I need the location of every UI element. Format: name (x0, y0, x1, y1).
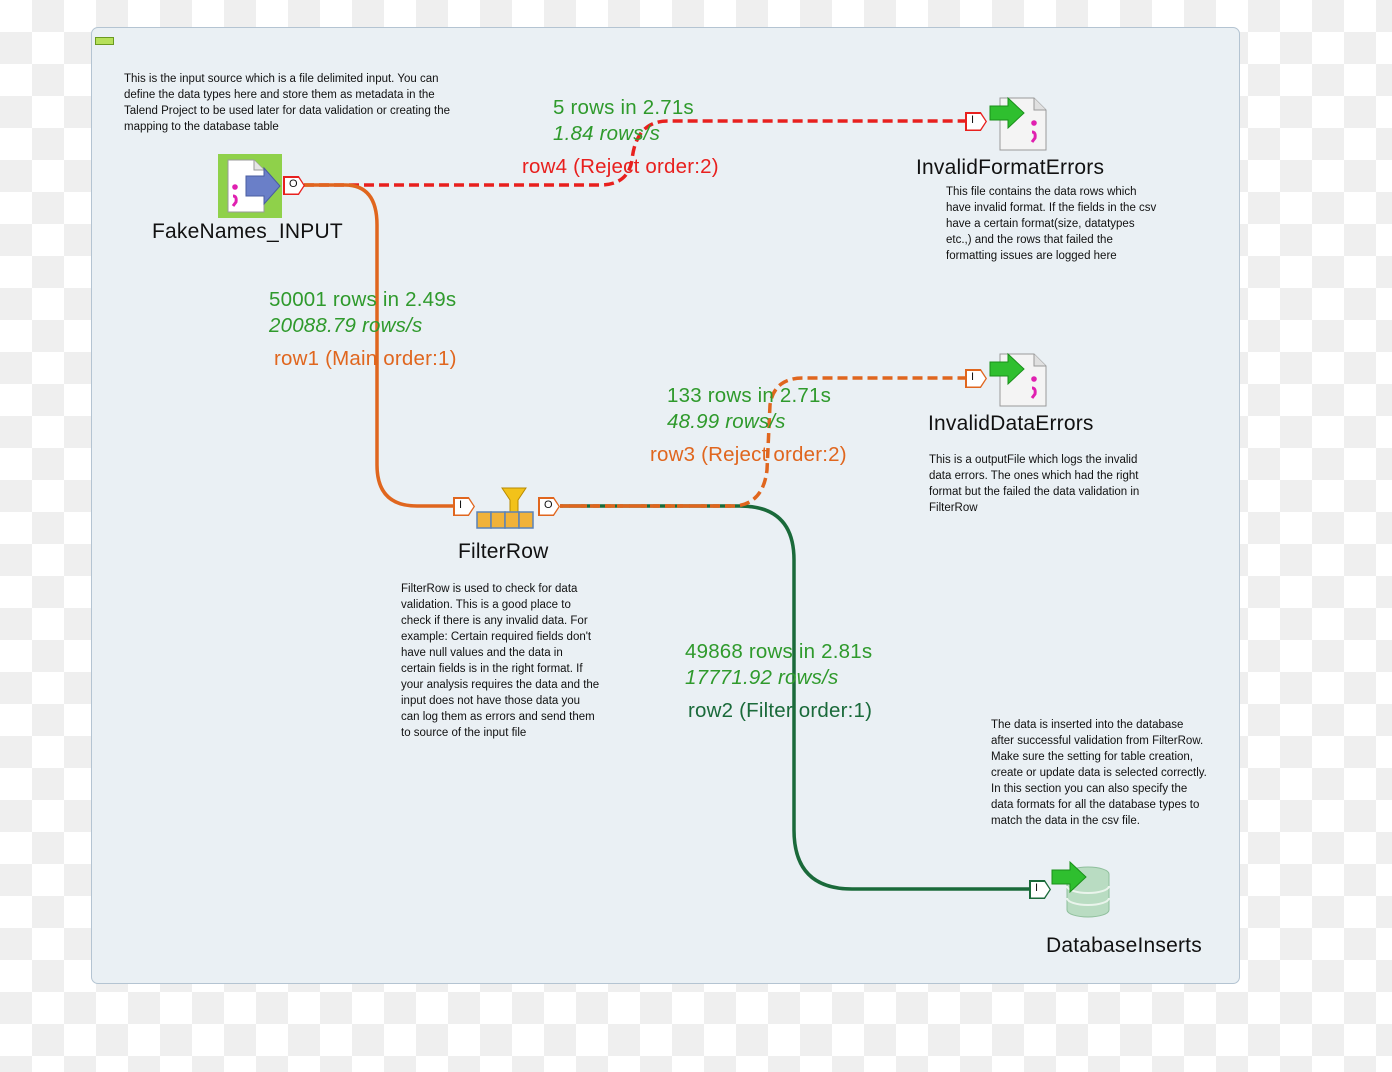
row1-row-count: 50001 rows in 2.49s (269, 288, 457, 311)
row2-rate: 17771.92 rows/s (685, 666, 839, 689)
row1-label[interactable]: row1 (Main order:1) (274, 347, 457, 370)
input-note: This is the input source which is a file… (124, 73, 451, 133)
row3-connection (560, 376, 966, 508)
row4-connection (304, 119, 966, 187)
row4-stats: 5 rows in 2.71s 1.84 rows/s (553, 95, 694, 147)
file-input-icon[interactable] (218, 154, 282, 218)
row1-connection (304, 183, 454, 508)
filter-input-port[interactable]: I (453, 497, 475, 516)
row1-stats: 50001 rows in 2.49s 20088.79 rows/s (269, 287, 456, 339)
invalid-format-input-port[interactable]: I (965, 112, 987, 131)
subjob-collapse-marker[interactable] (95, 37, 114, 45)
row3-label[interactable]: row3 (Reject order:2) (650, 443, 847, 466)
filter-output-port[interactable]: O (538, 497, 560, 516)
row4-rate: 1.84 rows/s (553, 122, 661, 145)
invalid-data-input-port[interactable]: I (965, 369, 987, 388)
row2-stats: 49868 rows in 2.81s 17771.92 rows/s (685, 639, 872, 691)
row3-stats: 133 rows in 2.71s 48.99 rows/s (667, 383, 831, 435)
file-output-icon[interactable] (988, 96, 1048, 152)
database-output-icon[interactable] (1050, 860, 1114, 920)
invalid-data-note: This is a outputFile which logs the inva… (929, 454, 1140, 514)
filterrow-label: FilterRow (458, 540, 549, 563)
database-inserts-label: DatabaseInserts (1046, 934, 1202, 957)
row2-connection (560, 504, 1031, 891)
row2-row-count: 49868 rows in 2.81s (685, 640, 873, 663)
row1-rate: 20088.79 rows/s (269, 314, 423, 337)
fakenames-input-label: FakeNames_INPUT (152, 220, 343, 243)
row3-rate: 48.99 rows/s (667, 410, 786, 433)
invalid-format-errors-label: InvalidFormatErrors (916, 156, 1105, 179)
filter-icon[interactable] (474, 486, 536, 530)
database-input-port[interactable]: I (1029, 880, 1051, 899)
filter-note: FilterRow is used to check for data vali… (401, 583, 600, 739)
row2-label[interactable]: row2 (Filter order:1) (688, 699, 873, 722)
database-note: The data is inserted into the database a… (991, 719, 1207, 827)
row4-row-count: 5 rows in 2.71s (553, 96, 694, 119)
invalid-format-note: This file contains the data rows which h… (946, 186, 1157, 262)
file-output-icon[interactable] (988, 352, 1048, 408)
input-output-port[interactable]: O (283, 176, 305, 195)
row3-row-count: 133 rows in 2.71s (667, 384, 832, 407)
invalid-data-errors-label: InvalidDataErrors (928, 412, 1094, 435)
row4-label[interactable]: row4 (Reject order:2) (522, 155, 719, 178)
